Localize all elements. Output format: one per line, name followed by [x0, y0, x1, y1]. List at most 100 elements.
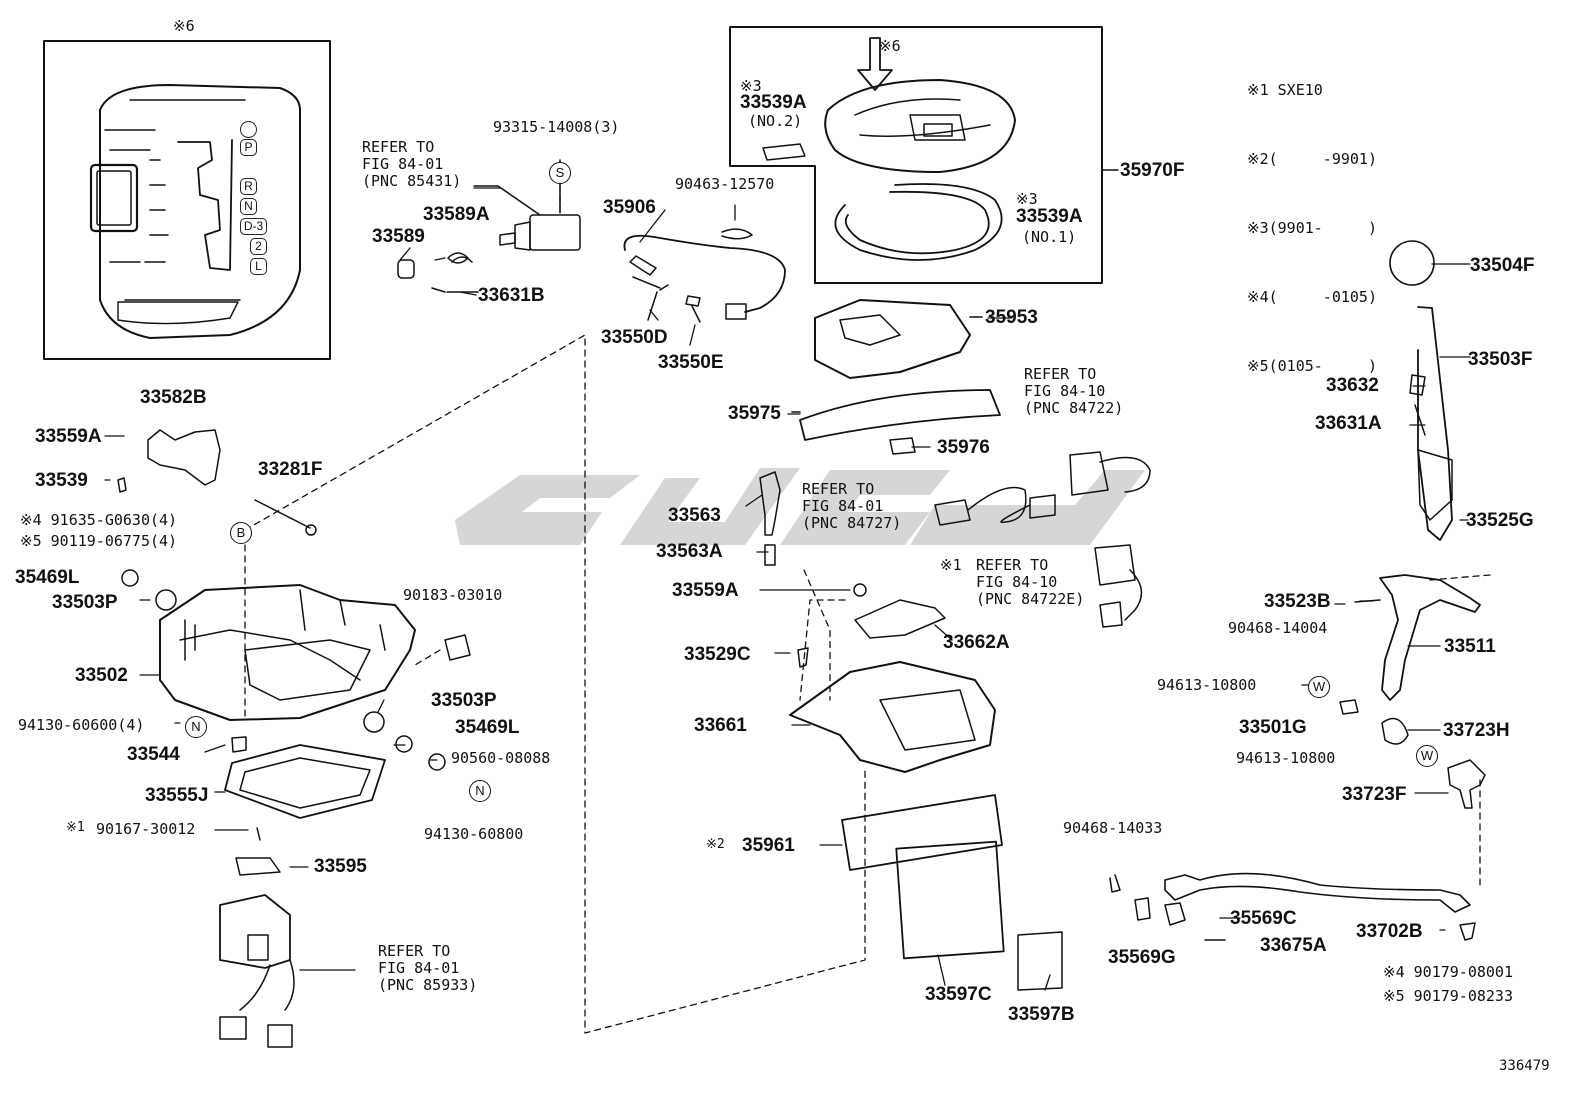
part-35953[interactable]: 35953	[985, 307, 1038, 328]
part-33589a[interactable]: 33589A	[423, 204, 490, 225]
ref-pnc-84722e[interactable]: REFER TO FIG 84-10 (PNC 84722E)	[976, 556, 1085, 608]
part-90463[interactable]: 90463-12570	[675, 175, 775, 193]
part-90119[interactable]: ※5 90119-06775(4)	[20, 532, 178, 550]
center-selector-assembly	[759, 471, 1063, 991]
part-90167-mark: ※1	[66, 820, 85, 835]
part-90179-b[interactable]: ※5 90179-08233	[1383, 987, 1513, 1005]
part-33662a[interactable]: 33662A	[943, 632, 1010, 653]
console-cover-parts	[791, 299, 1001, 455]
part-33544[interactable]: 33544	[127, 744, 180, 765]
part-91635[interactable]: ※4 91635-G0630(4)	[20, 511, 178, 529]
ref-pnc-84727[interactable]: REFER TO FIG 84-01 (PNC 84727)	[802, 480, 902, 532]
note-5: ※5(0105- )	[1247, 357, 1377, 375]
part-33597c[interactable]: 33597C	[925, 984, 992, 1005]
ref-pnc-85933[interactable]: REFER TO FIG 84-01 (PNC 85933)	[378, 942, 478, 994]
gate-panel-inset	[43, 40, 331, 360]
ref-pnc-84722[interactable]: REFER TO FIG 84-10 (PNC 84722)	[1024, 365, 1124, 417]
part-33539[interactable]: 33539	[35, 470, 88, 491]
part-33661[interactable]: 33661	[694, 715, 747, 736]
part-33503p-left[interactable]: 33503P	[52, 592, 118, 613]
part-33555j[interactable]: 33555J	[145, 785, 209, 806]
part-35469l-left[interactable]: 35469L	[15, 567, 80, 588]
part-35961-mark: ※2	[706, 837, 725, 852]
gear-l: L	[250, 258, 267, 275]
part-35961[interactable]: 35961	[742, 835, 795, 856]
part-33631a[interactable]: 33631A	[1315, 413, 1382, 434]
part-33529c[interactable]: 33529C	[684, 644, 751, 665]
diagram-id: 336479	[1499, 1058, 1550, 1074]
part-35569c[interactable]: 35569C	[1230, 908, 1297, 929]
part-33525g[interactable]: 33525G	[1466, 510, 1534, 531]
part-35469l-right[interactable]: 35469L	[455, 717, 520, 738]
dashed-lines	[189, 184, 1491, 1034]
part-33502[interactable]: 33502	[75, 665, 128, 686]
part-35569g[interactable]: 35569G	[1108, 947, 1176, 968]
badge-n-right: N	[469, 780, 491, 802]
part-33597b[interactable]: 33597B	[1008, 1004, 1075, 1025]
part-33563[interactable]: 33563	[668, 505, 721, 526]
right-harness	[934, 451, 1151, 628]
part-33702b[interactable]: 33702B	[1356, 921, 1423, 942]
note-1: ※1 SXE10	[1247, 81, 1323, 99]
part-33281f[interactable]: 33281F	[258, 459, 323, 480]
part-33539a-bot-sub: (NO.1)	[1022, 228, 1077, 246]
part-33723h[interactable]: 33723H	[1443, 720, 1510, 741]
part-35975[interactable]: 35975	[728, 403, 781, 424]
part-93315[interactable]: 93315-14008(3)	[493, 118, 620, 136]
part-90183[interactable]: 90183-03010	[403, 586, 503, 604]
part-90468-14033[interactable]: 90468-14033	[1063, 819, 1163, 837]
part-33504f[interactable]: 33504F	[1470, 255, 1535, 276]
part-90560[interactable]: 90560-08088	[451, 749, 551, 767]
part-94613-a[interactable]: 94613-10800	[1157, 676, 1257, 694]
part-33723f[interactable]: 33723F	[1342, 784, 1407, 805]
sensor-harness	[623, 228, 786, 323]
part-94613-b[interactable]: 94613-10800	[1236, 749, 1336, 767]
ref-pnc-85431[interactable]: REFER TO FIG 84-01 (PNC 85431)	[362, 138, 462, 190]
part-33631b[interactable]: 33631B	[478, 285, 545, 306]
gear-p: P	[240, 139, 257, 156]
part-33595[interactable]: 33595	[314, 856, 367, 877]
part-33539a-top-mark: ※3	[740, 77, 762, 95]
part-33582b[interactable]: 33582B	[140, 387, 207, 408]
part-33559a-left[interactable]: 33559A	[35, 426, 102, 447]
badge-w-upper: W	[1308, 676, 1330, 698]
part-35970f[interactable]: 35970F	[1120, 160, 1185, 181]
part-33503p-right[interactable]: 33503P	[431, 690, 497, 711]
part-33675a[interactable]: 33675A	[1260, 935, 1327, 956]
part-33539a-bot[interactable]: 33539A	[1016, 206, 1083, 227]
badge-w-lower: W	[1416, 745, 1438, 767]
part-35906[interactable]: 35906	[603, 197, 656, 218]
part-33523b[interactable]: 33523B	[1264, 591, 1331, 612]
note-4: ※4( -0105)	[1247, 288, 1377, 306]
part-94130-right[interactable]: 94130-60800	[424, 825, 524, 843]
part-90468-14004[interactable]: 90468-14004	[1228, 619, 1328, 637]
gear-indicator-circle	[240, 121, 257, 138]
part-94130-left[interactable]: 94130-60600(4)	[18, 716, 145, 734]
gear-d3: D-3	[240, 218, 267, 235]
part-33632[interactable]: 33632	[1326, 375, 1379, 396]
arrow-mark: ※6	[879, 37, 901, 55]
gear-2: 2	[250, 238, 267, 255]
badge-n-left: N	[185, 716, 207, 738]
part-33550d[interactable]: 33550D	[601, 327, 668, 348]
part-33563a[interactable]: 33563A	[656, 541, 723, 562]
part-33503f[interactable]: 33503F	[1468, 349, 1533, 370]
shift-base-assembly	[117, 429, 471, 1048]
ref-pnc-84722e-mark: ※1	[940, 556, 962, 574]
part-33511[interactable]: 33511	[1444, 636, 1496, 657]
leader-lines	[104, 187, 1471, 991]
part-90167[interactable]: 90167-30012	[96, 820, 196, 838]
part-33501g[interactable]: 33501G	[1239, 717, 1307, 738]
part-90179-a[interactable]: ※4 90179-08001	[1383, 963, 1513, 981]
note-3: ※3(9901- )	[1247, 219, 1377, 237]
part-35976[interactable]: 35976	[937, 437, 990, 458]
inset-mark: ※6	[173, 17, 195, 35]
part-33559a-center[interactable]: 33559A	[672, 580, 739, 601]
part-33550e[interactable]: 33550E	[658, 352, 724, 373]
notes-list: ※1 SXE10 ※2( -9901) ※3(9901- ) ※4( -0105…	[1247, 33, 1377, 401]
badge-b: B	[230, 522, 252, 544]
part-33589[interactable]: 33589	[372, 226, 425, 247]
part-33539a-top[interactable]: 33539A	[740, 92, 807, 113]
